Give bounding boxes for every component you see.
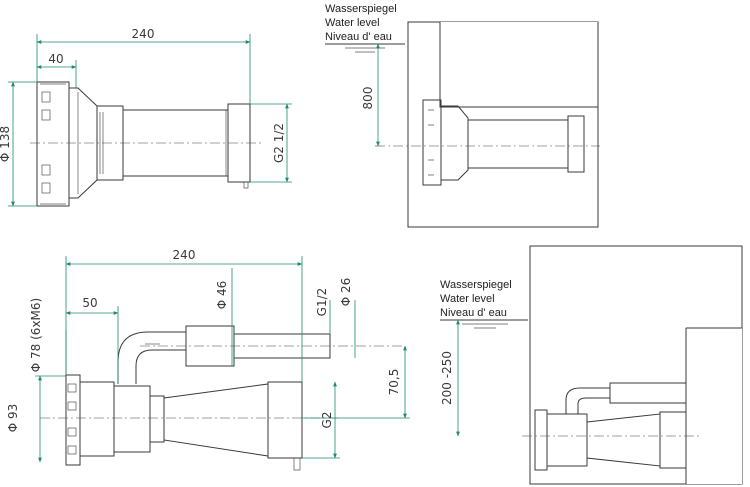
view-bottom-left: 240 50 Φ 46 G1/2 Φ 26 Φ 93 Φ 78 (6xM6) 7…: [6, 248, 410, 471]
view-top-right: Wasserspiegel Water level Niveau d' eau …: [325, 3, 600, 228]
dim-label-diameter-93: Φ 93: [6, 404, 20, 433]
nozzle-end-2: [267, 381, 303, 459]
air-elbow: [117, 331, 186, 384]
dim-label-70-5: 70,5: [387, 369, 401, 396]
water-level-label-fr: Niveau d' eau: [325, 31, 392, 43]
embedded-flange: [422, 99, 442, 186]
embedded-air-pipe: [609, 382, 687, 404]
dim-label-diameter-46: Φ 46: [215, 281, 229, 310]
dim-label-g2: G2: [320, 412, 334, 429]
dim-label-g2-1-2: G2 1/2: [272, 123, 286, 163]
water-level-label-en: Water level: [325, 17, 380, 29]
dim-label-diameter-138: Φ 138: [0, 126, 12, 162]
dim-label-40: 40: [48, 52, 63, 66]
dim-label-bolt-circle: Φ 78 (6xM6): [29, 298, 43, 372]
view-bottom-right: Wasserspiegel Water level Niveau d' eau …: [440, 245, 743, 485]
dim-label-200-250: 200 -250: [440, 351, 454, 405]
dim-label-diameter-26: Φ 26: [339, 278, 353, 307]
dim-label-240: 240: [132, 27, 155, 41]
view-top-left: 240 40 Φ 138 G2 1/2: [0, 27, 292, 207]
housing-body: [113, 385, 151, 453]
dim-label-240-b: 240: [173, 248, 196, 262]
water-level-label-de: Wasserspiegel: [325, 3, 397, 15]
water-level-label-de-2: Wasserspiegel: [440, 279, 512, 291]
dim-label-800: 800: [361, 87, 375, 110]
dim-label-50: 50: [82, 296, 97, 310]
cone-diffuser: [163, 383, 269, 457]
water-level-label-fr-2: Niveau d' eau: [440, 307, 507, 319]
water-level-label-en-2: Water level: [440, 293, 495, 305]
dim-label-g1-2: G1/2: [315, 288, 329, 317]
